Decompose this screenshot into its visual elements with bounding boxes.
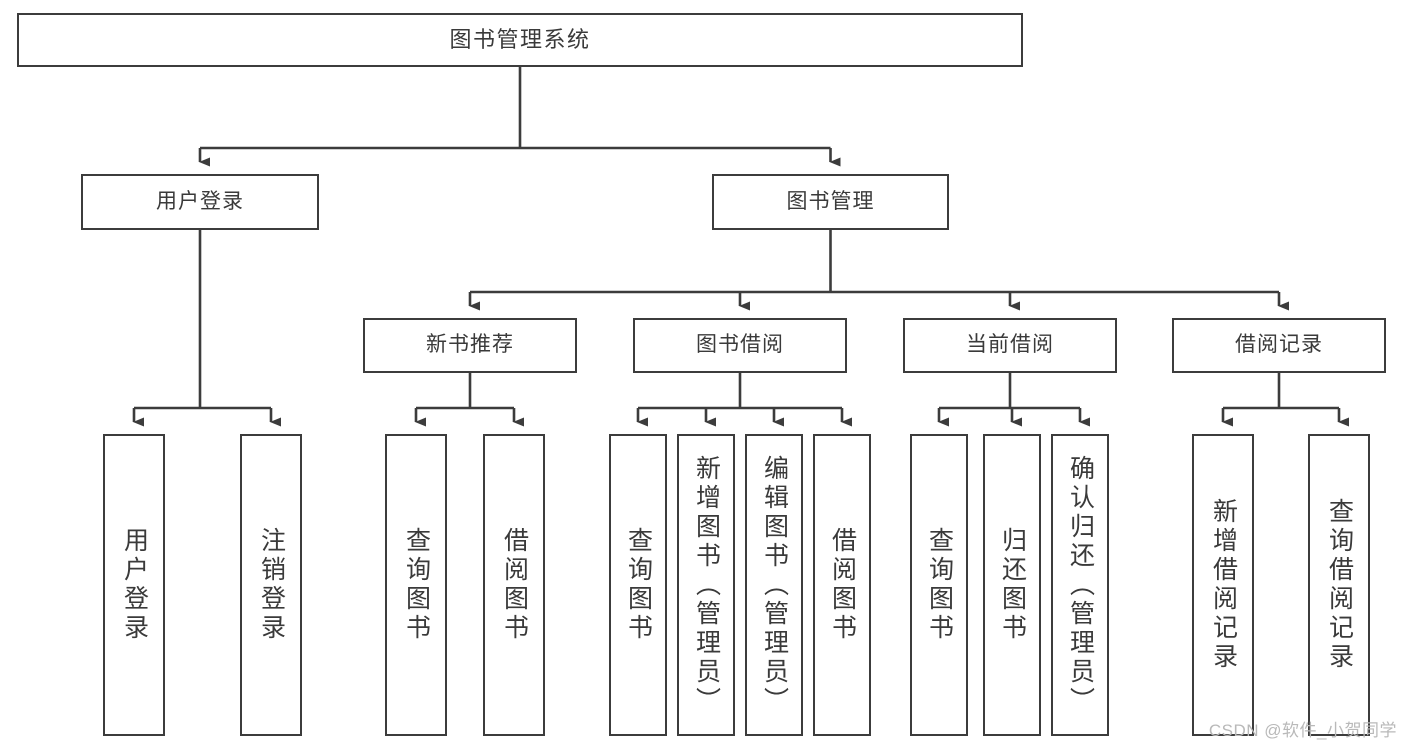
node-label: 新书推荐 <box>426 333 514 357</box>
leaf-query-books-recommend[interactable]: 查询图书 <box>385 434 447 736</box>
leaf-query-books-current[interactable]: 查询图书 <box>910 434 968 736</box>
node-user-login[interactable]: 用户登录 <box>81 174 319 230</box>
node-book-borrow[interactable]: 图书借阅 <box>633 318 847 373</box>
node-label: 借阅记录 <box>1235 333 1323 357</box>
watermark: CSDN @软件_小贺同学 <box>1208 721 1397 740</box>
node-label: 用户登录 <box>156 189 244 213</box>
leaf-add-book-admin[interactable]: 新增图书（管理员） <box>677 434 735 736</box>
node-label: 归还图书 <box>998 527 1027 643</box>
node-label: 借阅图书 <box>500 527 529 643</box>
node-label: 图书借阅 <box>696 333 784 357</box>
node-borrow-records[interactable]: 借阅记录 <box>1172 318 1386 373</box>
node-label: 编辑图书（管理员） <box>760 454 789 716</box>
node-root[interactable]: 图书管理系统 <box>17 13 1023 67</box>
node-label: 图书管理系统 <box>449 27 591 53</box>
node-current-borrow[interactable]: 当前借阅 <box>903 318 1117 373</box>
node-label: 查询图书 <box>624 527 653 643</box>
leaf-add-borrow-record[interactable]: 新增借阅记录 <box>1192 434 1254 736</box>
node-label: 查询图书 <box>925 527 954 643</box>
leaf-borrow-books[interactable]: 借阅图书 <box>813 434 871 736</box>
node-label: 新增图书（管理员） <box>692 454 721 716</box>
leaf-confirm-return-admin[interactable]: 确认归还（管理员） <box>1051 434 1109 736</box>
node-label: 图书管理 <box>786 189 875 213</box>
node-label: 注销登录 <box>257 527 286 643</box>
leaf-user-login[interactable]: 用户登录 <box>103 434 165 736</box>
node-label: 用户登录 <box>120 527 149 643</box>
leaf-borrow-books-recommend[interactable]: 借阅图书 <box>483 434 545 736</box>
node-label: 新增借阅记录 <box>1209 498 1238 672</box>
leaf-query-borrow-record[interactable]: 查询借阅记录 <box>1308 434 1370 736</box>
leaf-logout[interactable]: 注销登录 <box>240 434 302 736</box>
node-label: 确认归还（管理员） <box>1066 454 1095 716</box>
leaf-query-books-borrow[interactable]: 查询图书 <box>609 434 667 736</box>
node-book-management[interactable]: 图书管理 <box>712 174 949 230</box>
leaf-edit-book-admin[interactable]: 编辑图书（管理员） <box>745 434 803 736</box>
node-label: 当前借阅 <box>966 333 1054 357</box>
leaf-return-books[interactable]: 归还图书 <box>983 434 1041 736</box>
node-label: 借阅图书 <box>828 527 857 643</box>
node-label: 查询借阅记录 <box>1325 498 1354 672</box>
node-label: 查询图书 <box>402 527 431 643</box>
node-new-book-recommend[interactable]: 新书推荐 <box>363 318 577 373</box>
